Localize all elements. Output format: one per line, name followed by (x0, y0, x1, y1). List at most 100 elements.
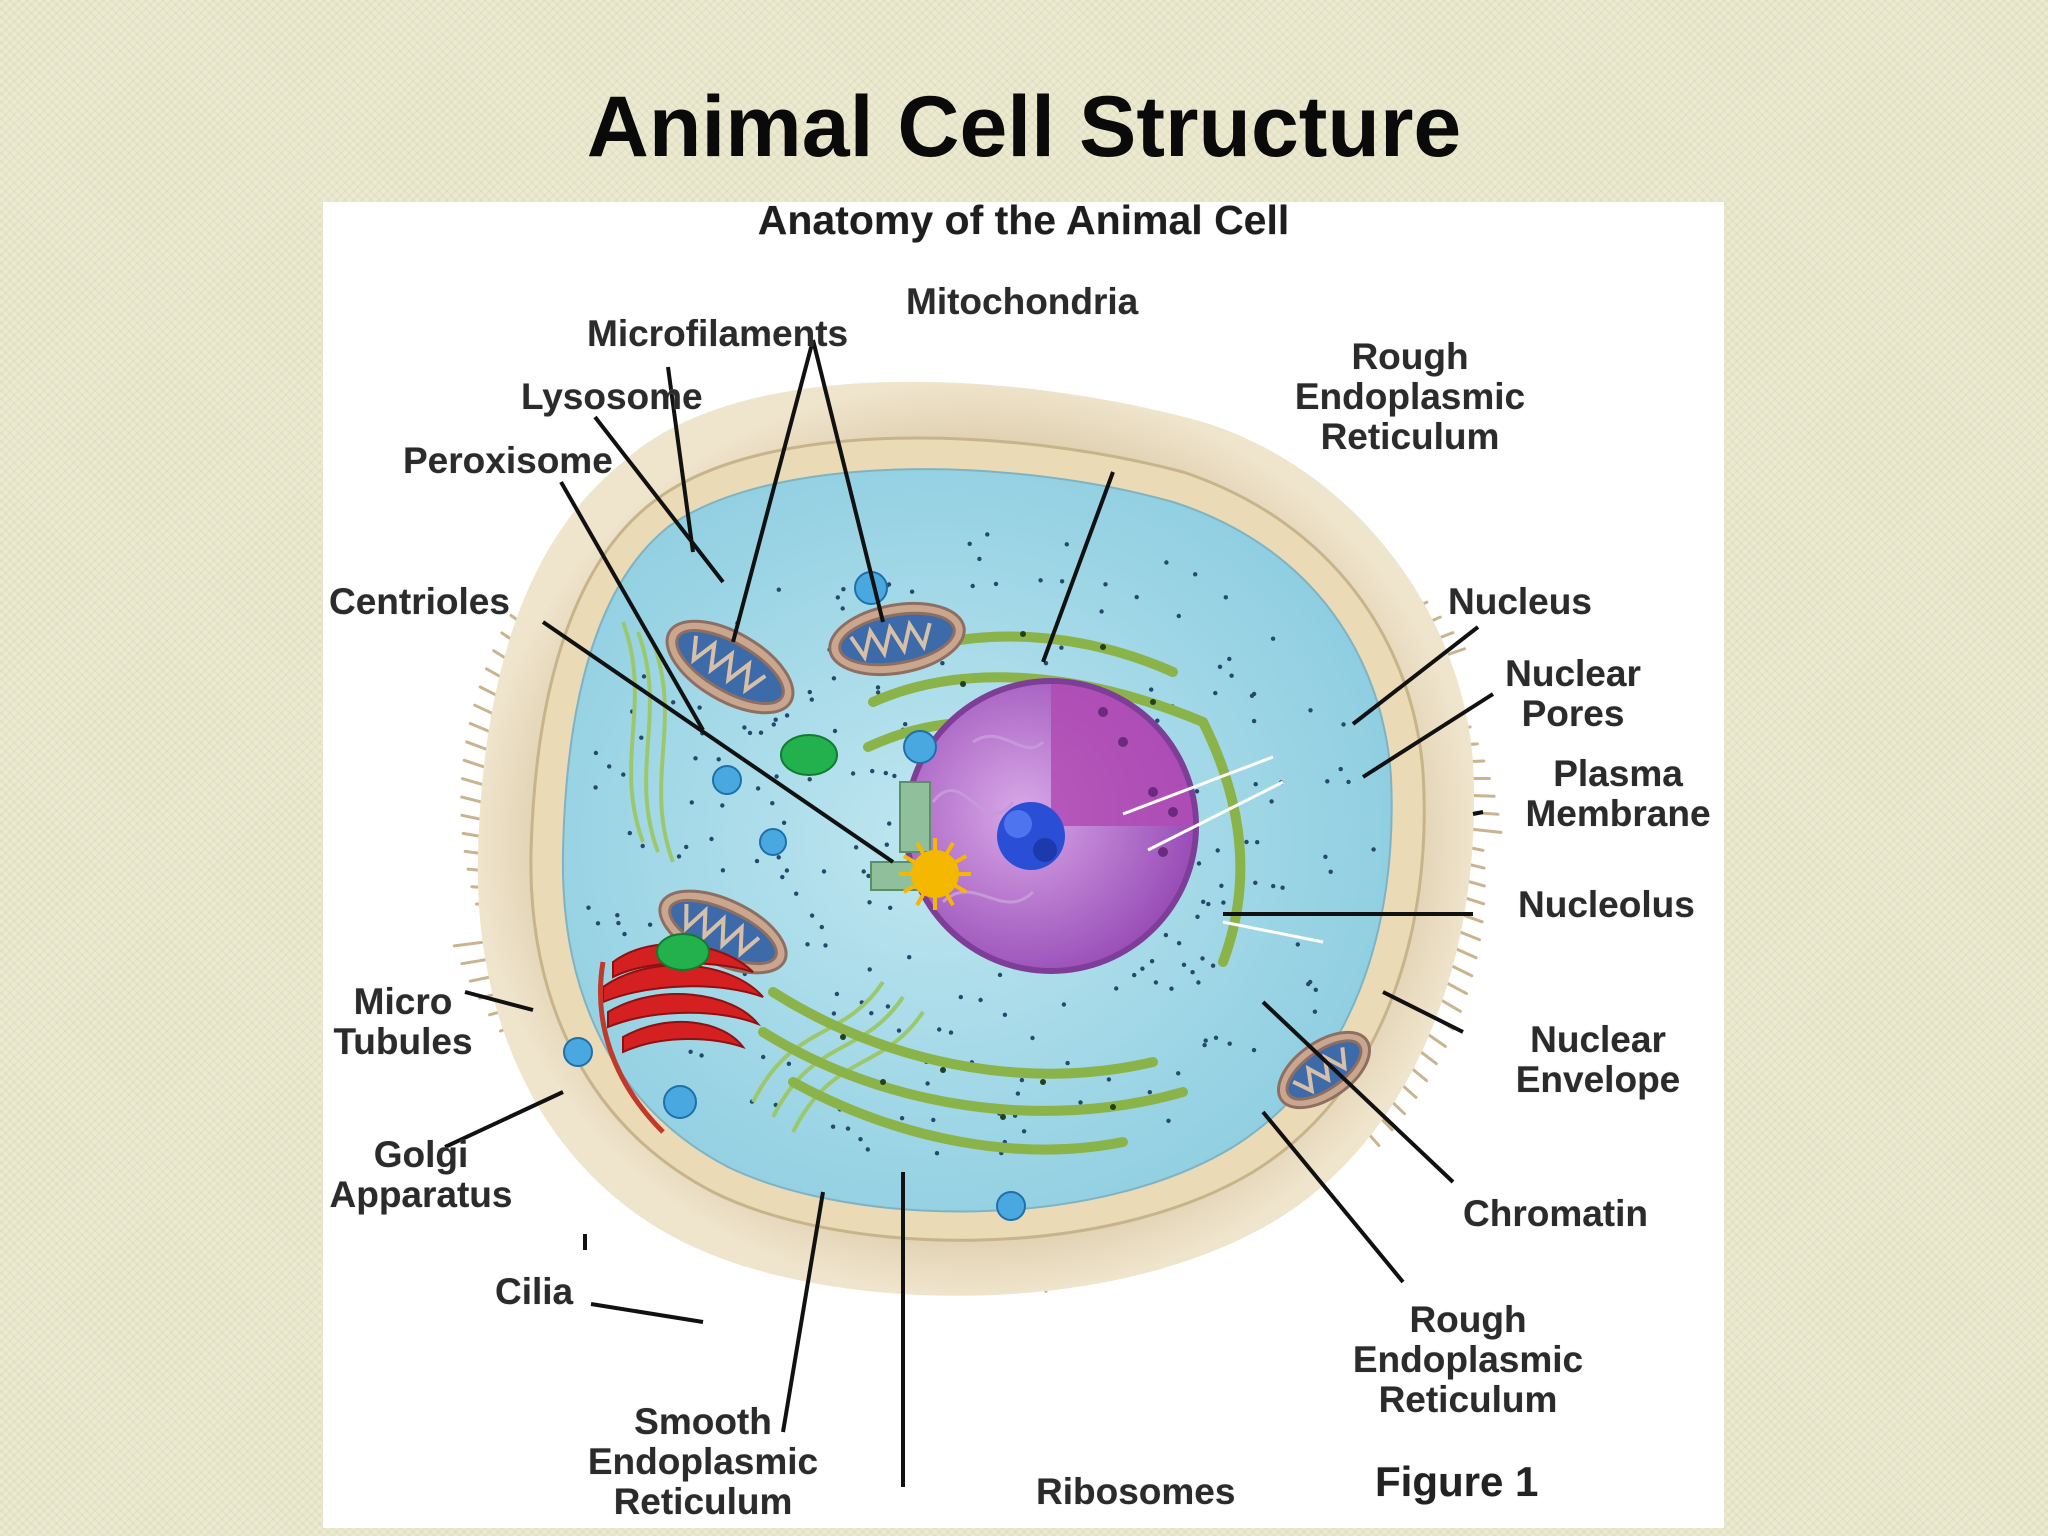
label-smooth-er-line3: Reticulum (613, 1481, 793, 1522)
ribosome-dot (1194, 789, 1200, 794)
ribosome-dot (776, 587, 781, 592)
peroxisome (656, 933, 710, 971)
ribosome-dot (1271, 883, 1276, 889)
ribosome-dot (774, 774, 779, 779)
ribosome-dot (784, 713, 790, 718)
ribosome-dot (794, 891, 799, 896)
ribosome-dot (1106, 1077, 1112, 1082)
ribosome-dot (1217, 664, 1223, 669)
label-centrioles: Centrioles (329, 581, 510, 622)
ribosome-dot (869, 1011, 874, 1016)
ribosome-dot (884, 842, 889, 847)
ribosome-dot (1270, 636, 1276, 641)
ribosome-dot (676, 854, 682, 859)
ribosome-dot (1221, 900, 1226, 905)
ribosome-dot (934, 1151, 940, 1156)
ribosome-dot (773, 717, 778, 722)
ribosome-dot (970, 583, 975, 589)
ribosome-dot (907, 955, 912, 960)
ribosome-dot (835, 595, 840, 600)
ribosome-dot (1155, 718, 1160, 723)
ribosome-dot (1219, 883, 1224, 888)
ribosome-dot (1229, 673, 1234, 678)
nucleolus (997, 802, 1065, 870)
ribosome-dot (1015, 1091, 1021, 1096)
centriole-ray (902, 881, 921, 894)
ribosome-dot (1149, 959, 1155, 964)
ribosome-dot (1213, 1035, 1219, 1040)
ribosome-dot (1202, 1042, 1207, 1048)
ribosome-dot (639, 735, 644, 740)
ribosome-dot (781, 820, 787, 825)
ribosome-dot (1114, 986, 1119, 991)
leader-lines (444, 339, 1495, 1487)
label-smooth-endoplasmic-reticulum: Smooth Endoplasmic Reticulum (583, 1402, 823, 1522)
ribosome-dot (1140, 966, 1145, 971)
ribosome-dot (948, 1030, 954, 1035)
ribosome-dot (1163, 932, 1169, 938)
label-plasma-membrane-line2: Membrane (1525, 793, 1711, 834)
ribosome-dot (1166, 1118, 1171, 1123)
ribosome-dot (997, 972, 1003, 978)
label-rough-er-bottom: Rough Endoplasmic Reticulum (1338, 1300, 1598, 1420)
ribosome-dot (1253, 880, 1258, 885)
ribosome-dot (861, 869, 866, 874)
ribosome-dot (909, 589, 915, 594)
ribosome-dot (1223, 595, 1228, 600)
ribosome-dot (1215, 848, 1220, 853)
nuclear-pores (1098, 707, 1178, 857)
ribosome-dot (770, 801, 775, 806)
ribosome-dot (1190, 970, 1195, 975)
ribosome-dot (985, 532, 990, 537)
slide-title: Animal Cell Structure (586, 79, 1462, 175)
ribosome-dot (776, 855, 781, 860)
ribosome-dot (875, 685, 881, 690)
ribosome-dot (1059, 579, 1065, 584)
label-nuclear-envelope: Nuclear Envelope (1508, 1020, 1688, 1100)
ribosome-dot (1280, 885, 1285, 890)
label-rough-er-top-line1: Rough (1351, 336, 1469, 377)
ribosome-dot (720, 803, 725, 808)
ribosome-dot (1255, 840, 1260, 845)
ribosome-dot (867, 967, 872, 972)
ribosome-dot (1328, 869, 1333, 874)
ribosome-dot (1169, 986, 1174, 991)
ribosome-dot (1312, 1009, 1318, 1014)
peroxisome (780, 734, 838, 776)
label-microfilaments: Microfilaments (587, 313, 849, 354)
centriole-ray (915, 841, 928, 860)
ribosome-dot (1021, 1129, 1027, 1134)
white-pointer-lines (1122, 755, 1324, 944)
label-nuclear-pores-line2: Pores (1521, 693, 1625, 734)
centriole-ray (915, 888, 928, 907)
ribosome-dot (627, 830, 632, 836)
centriole-ray (949, 881, 968, 894)
ribosome-dot (615, 913, 620, 918)
figure-panel: Anatomy of the Animal Cell Mitochondria … (323, 200, 1724, 1528)
ribosome-dot (1164, 560, 1169, 565)
ribosome-dot (1153, 980, 1159, 985)
ribosome-dot (958, 994, 963, 1000)
ribosome-dot (761, 1054, 766, 1060)
ribosome-dot (888, 905, 893, 910)
ribosome-dot (1065, 1060, 1070, 1066)
ribosome-dot (780, 874, 785, 880)
ribosome-dot (809, 697, 814, 702)
ribosome-dot (1103, 582, 1108, 587)
label-smooth-er-line1: Smooth (634, 1401, 772, 1442)
ribosome-dot (809, 913, 815, 918)
ribosome-dot (832, 728, 838, 734)
ribosome-dot (1346, 779, 1351, 785)
ribosome-dot (896, 1028, 902, 1033)
ribosome-dot (697, 705, 702, 710)
ribosome-dot (1210, 963, 1216, 968)
ribosome-dot (977, 556, 982, 562)
ribosome-dot (621, 772, 626, 777)
ribosome-dot (622, 931, 627, 937)
ribosome-dot (830, 1124, 836, 1129)
label-micro-tubules-line2: Tubules (333, 1021, 473, 1062)
ribosome-dot (1338, 766, 1343, 772)
ribosome-dot (1251, 691, 1257, 697)
ribosome-dot (931, 1117, 936, 1123)
label-plasma-membrane-line1: Plasma (1553, 753, 1683, 794)
